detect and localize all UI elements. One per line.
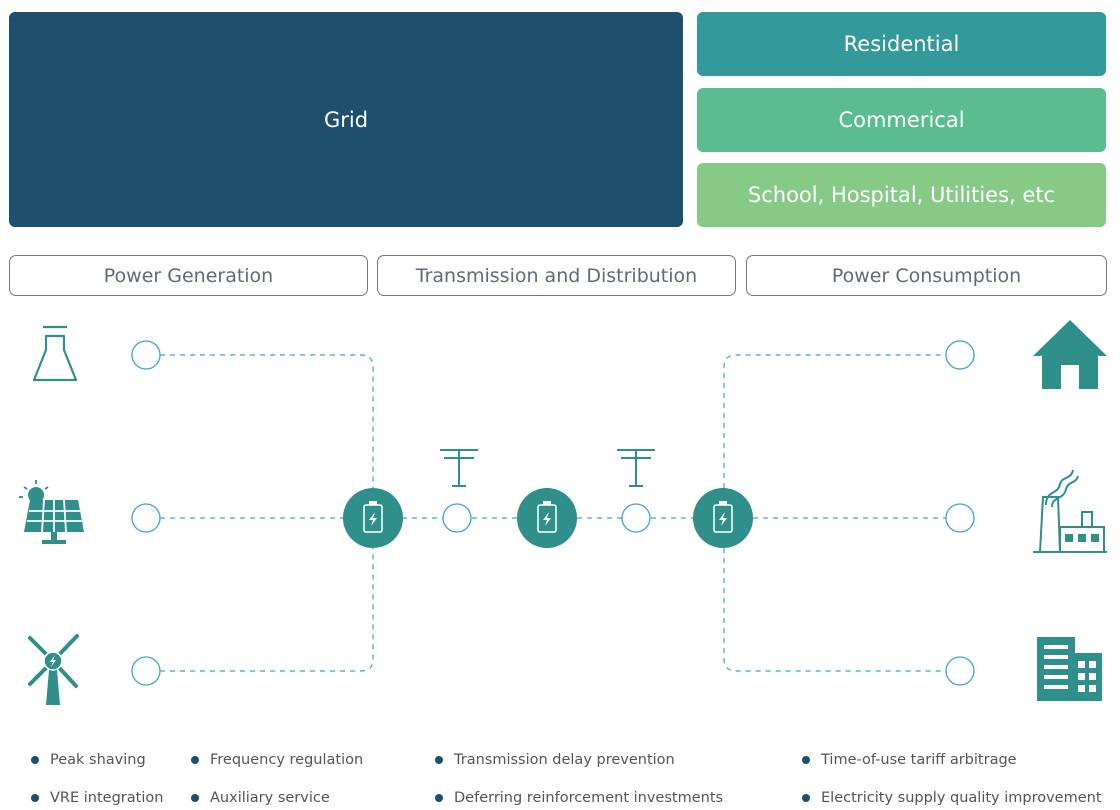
legend-text: Auxiliary service	[210, 790, 330, 806]
residential-label: Residential	[843, 32, 960, 56]
grid-block: Grid	[9, 12, 683, 227]
solar-panel-icon	[19, 480, 84, 544]
legend-bullet	[31, 756, 39, 764]
stage-power-generation: Power Generation	[9, 255, 368, 296]
legend-text: Frequency regulation	[210, 752, 364, 768]
grid-label: Grid	[323, 107, 369, 132]
battery-storage-icon	[693, 488, 753, 548]
residential-block: Residential	[697, 12, 1106, 76]
legend-peak-shaving: Peak shaving	[31, 752, 146, 768]
legend-text: Peak shaving	[50, 752, 146, 768]
legend-bullet	[31, 794, 39, 802]
legend-text: Electricity supply quality improvement	[821, 790, 1102, 806]
legend-bullet	[435, 794, 443, 802]
stage-power-consumption-label: Power Consumption	[831, 264, 1022, 287]
legend-bullet	[802, 794, 810, 802]
office-building-icon	[1037, 637, 1102, 701]
power-tower-icon	[440, 449, 478, 487]
legend-bullet	[435, 756, 443, 764]
node-transmission-1	[442, 503, 472, 533]
node-thermal	[131, 340, 161, 370]
battery-storage-icon	[343, 488, 403, 548]
legend-bullet	[802, 756, 810, 764]
commercial-block: Commerical	[697, 88, 1106, 152]
node-solar	[131, 503, 161, 533]
stage-transmission-distribution-label: Transmission and Distribution	[415, 264, 698, 287]
legend-transmission-delay-prevention: Transmission delay prevention	[435, 752, 675, 768]
node-house	[945, 340, 975, 370]
house-icon	[1033, 320, 1107, 389]
legend-text: VRE integration	[50, 790, 164, 806]
legend-vre-integration: VRE integration	[31, 790, 163, 806]
connector-wind	[160, 518, 374, 672]
node-factory	[945, 503, 975, 533]
stage-power-consumption: Power Consumption	[746, 255, 1107, 296]
connector-office	[723, 518, 946, 672]
connector-thermal	[160, 354, 374, 518]
legend-bullet	[191, 756, 199, 764]
node-wind	[131, 656, 161, 686]
legend-supply-quality: Electricity supply quality improvement	[802, 790, 1102, 806]
legend-text: Deferring reinforcement investments	[454, 790, 724, 806]
thermal-plant-icon	[32, 325, 78, 382]
node-transmission-2	[621, 503, 651, 533]
dashed-connectors	[160, 354, 946, 672]
wind-turbine-icon	[28, 634, 79, 705]
legend-time-of-use: Time-of-use tariff arbitrage	[802, 752, 1017, 768]
connector-house	[723, 354, 946, 518]
other-consumers-label: School, Hospital, Utilities, etc	[747, 183, 1056, 207]
node-office	[945, 656, 975, 686]
legend-auxiliary-service: Auxiliary service	[191, 790, 330, 806]
stage-transmission-distribution: Transmission and Distribution	[377, 255, 736, 296]
stage-power-generation-label: Power Generation	[103, 264, 274, 287]
legend-bullet	[191, 794, 199, 802]
legend-text: Transmission delay prevention	[454, 752, 675, 768]
battery-storage-icon	[517, 488, 577, 548]
factory-icon	[1033, 469, 1107, 553]
legend-deferring-reinforcement: Deferring reinforcement investments	[435, 790, 723, 806]
commercial-label: Commerical	[838, 108, 965, 132]
power-tower-icon	[617, 449, 655, 487]
legend-text: Time-of-use tariff arbitrage	[821, 752, 1017, 768]
legend-frequency-regulation: Frequency regulation	[191, 752, 363, 768]
other-consumers-block: School, Hospital, Utilities, etc	[697, 163, 1106, 227]
